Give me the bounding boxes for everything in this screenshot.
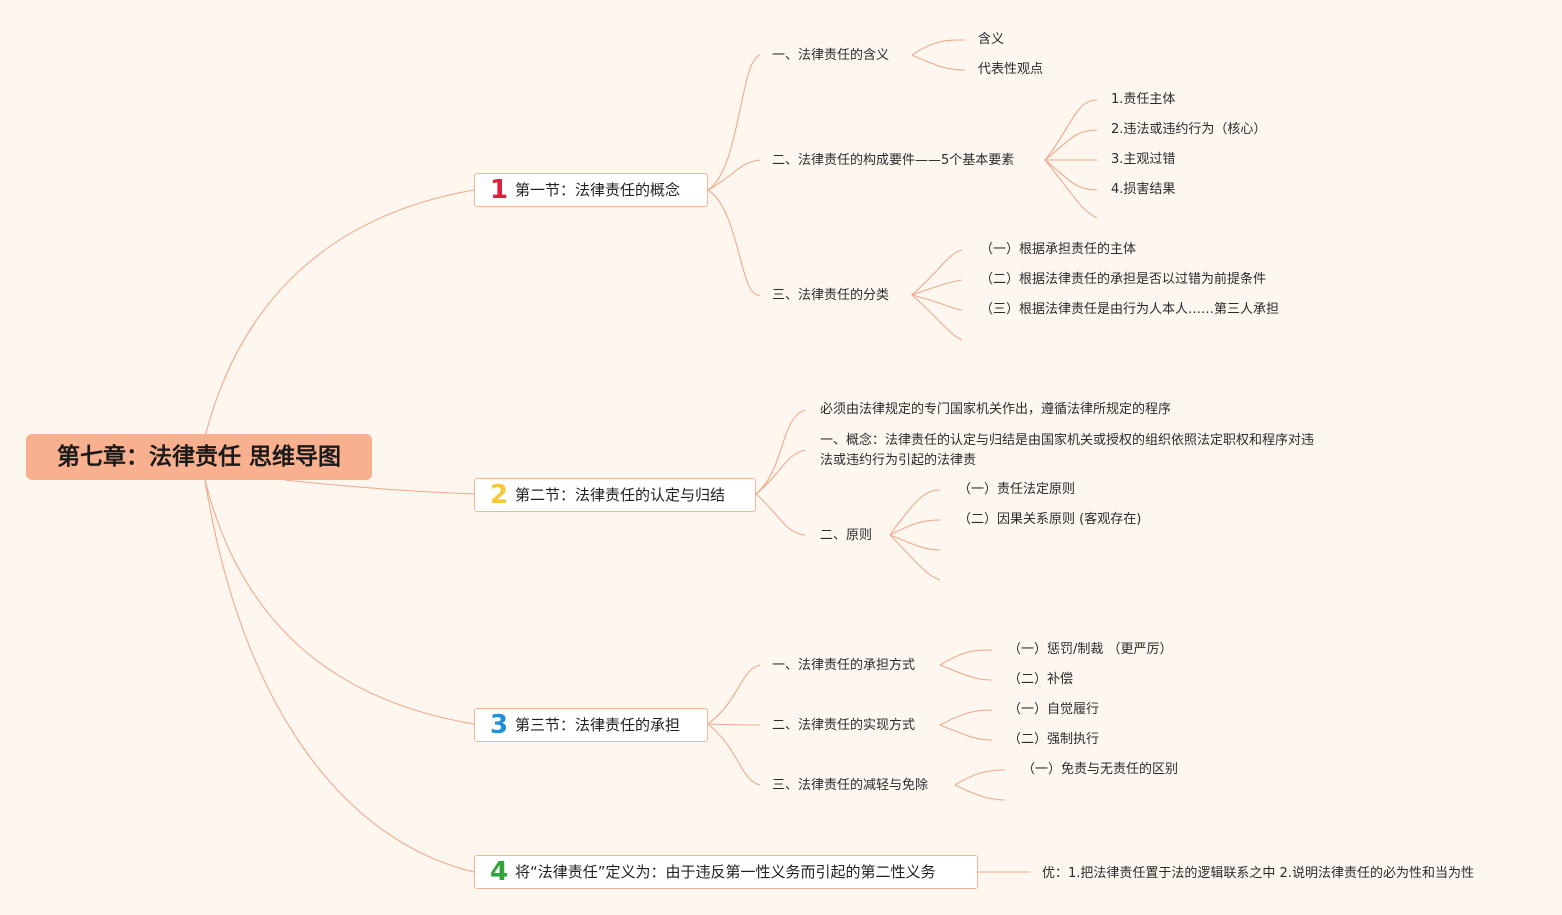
- section-number-3: 3: [490, 710, 509, 740]
- section-4-node[interactable]: 4 将“法律责任”定义为：由于违反第一性义务而引起的第二性义务: [474, 855, 978, 889]
- topic-principles[interactable]: 二、原则: [820, 528, 873, 543]
- topic-principle-2[interactable]: （二）因果关系原则 (客观存在): [958, 512, 1142, 527]
- topic-reduce[interactable]: 三、法律责任的减轻与免除: [772, 778, 929, 793]
- topic-bear-2[interactable]: （二）补偿: [1008, 672, 1074, 687]
- topic-meaning-child-2[interactable]: 代表性观点: [978, 62, 1044, 77]
- topic-concept[interactable]: 一、概念：法律责任的认定与归结是由国家机关或授权的组织依照法定职权和程序对违法或…: [820, 433, 1315, 468]
- section-number-4: 4: [490, 857, 509, 887]
- topic-type-3[interactable]: （三）根据法律责任是由行为人本人……第三人承担: [980, 302, 1280, 317]
- topic-meaning[interactable]: 一、法律责任的含义: [772, 48, 890, 63]
- topic-realize-2[interactable]: （二）强制执行: [1008, 732, 1100, 747]
- topic-bear[interactable]: 一、法律责任的承担方式: [772, 658, 916, 673]
- root-topic[interactable]: 第七章：法律责任 思维导图: [26, 434, 372, 480]
- topic-type-1[interactable]: （一）根据承担责任的主体: [980, 242, 1137, 257]
- section-3-label: 第三节：法律责任的承担: [515, 715, 681, 734]
- topic-element-3[interactable]: 3.主观过错: [1111, 152, 1176, 167]
- section-4-label: 将“法律责任”定义为：由于违反第一性义务而引起的第二性义务: [515, 862, 936, 881]
- topic-element-1[interactable]: 1.责任主体: [1111, 92, 1176, 107]
- section-number-1: 1: [490, 175, 509, 205]
- topic-realize-1[interactable]: （一）自觉履行: [1008, 702, 1100, 717]
- section-2-label: 第二节：法律责任的认定与归结: [515, 485, 726, 504]
- topic-elements[interactable]: 二、法律责任的构成要件——5个基本要素: [772, 153, 1015, 168]
- root-title: 第七章：法律责任 思维导图: [56, 443, 341, 470]
- section-1-node[interactable]: 1 第一节：法律责任的概念: [474, 173, 708, 207]
- section-1-label: 第一节：法律责任的概念: [515, 180, 681, 199]
- topic-meaning-child-1[interactable]: 含义: [978, 32, 1005, 47]
- topic-reduce-1[interactable]: （一）免责与无责任的区别: [1022, 762, 1179, 777]
- topic-type-2[interactable]: （二）根据法律责任的承担是否以过错为前提条件: [980, 272, 1267, 287]
- topic-realize[interactable]: 二、法律责任的实现方式: [772, 718, 916, 733]
- section-3-node[interactable]: 3 第三节：法律责任的承担: [474, 708, 708, 742]
- topic-bear-1[interactable]: （一）惩罚/制裁 （更严厉）: [1008, 642, 1173, 657]
- topic-element-4[interactable]: 4.损害结果: [1111, 182, 1176, 197]
- topic-merit[interactable]: 优：1.把法律责任置于法的逻辑联系之中 2.说明法律责任的必为性和当为性: [1042, 866, 1474, 881]
- section-2-node[interactable]: 2 第二节：法律责任的认定与归结: [474, 478, 756, 512]
- section-number-2: 2: [490, 480, 509, 510]
- topic-types[interactable]: 三、法律责任的分类: [772, 288, 890, 303]
- topic-principle-1[interactable]: （一）责任法定原则: [958, 482, 1076, 497]
- topic-element-2[interactable]: 2.违法或违约行为（核心）: [1111, 122, 1267, 137]
- topic-rule[interactable]: 必须由法律规定的专门国家机关作出，遵循法律所规定的程序: [820, 402, 1172, 417]
